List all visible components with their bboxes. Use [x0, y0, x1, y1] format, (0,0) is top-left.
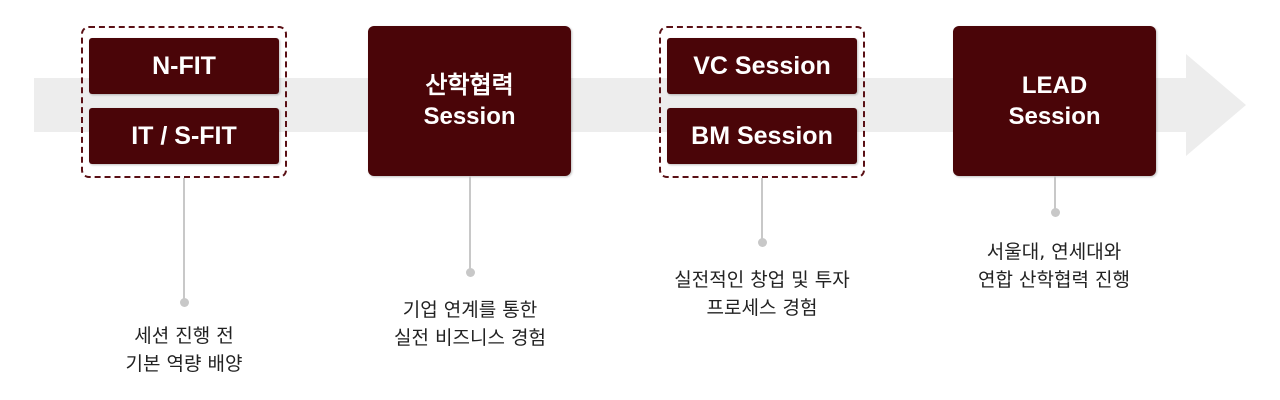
stage-4-box-line-1: LEAD — [1021, 72, 1088, 99]
stage-4-description-line-1: 서울대, 연세대와 — [986, 241, 1122, 263]
stage-1-connector — [183, 178, 185, 302]
stage-3-description-line-1: 실전적인 창업 및 투자 — [674, 269, 850, 291]
stage-3-box-bm-session: BM Session — [667, 108, 857, 164]
stage-2-box-line-2: Session — [423, 103, 516, 130]
stage-1-group — [81, 26, 287, 178]
stage-3-connector — [761, 178, 763, 242]
stage-4-description: 서울대, 연세대와 연합 산학협력 진행 — [944, 238, 1164, 294]
stage-1-box-it-sfit: IT / S-FIT — [89, 108, 279, 164]
stage-2-connector — [469, 176, 471, 272]
stage-4-box-lead-session: LEAD Session — [953, 26, 1156, 176]
stage-3-connector-dot — [757, 238, 767, 247]
stage-2-box-sanhak-session: 산학협력 Session — [368, 26, 571, 176]
progress-arrow — [34, 54, 1246, 156]
stage-2-description-line-1: 기업 연계를 통한 — [402, 299, 538, 321]
stage-4-box-line-2: Session — [1008, 103, 1101, 130]
stage-3-group — [659, 26, 865, 178]
progress-arrow-shape — [34, 54, 1246, 156]
stage-1-description: 세션 진행 전 기본 역량 배양 — [84, 322, 284, 378]
stage-1-description-line-2: 기본 역량 배양 — [125, 353, 243, 375]
stage-1-box-nfit: N-FIT — [89, 38, 279, 94]
stage-3-box-vc-session: VC Session — [667, 38, 857, 94]
stage-2-description-line-2: 실전 비즈니스 경험 — [394, 327, 546, 349]
stage-2-description: 기업 연계를 통한 실전 비즈니스 경험 — [355, 296, 585, 352]
stage-3-description: 실전적인 창업 및 투자 프로세스 경험 — [637, 266, 887, 322]
stage-3-description-line-2: 프로세스 경험 — [706, 297, 818, 319]
stage-1-description-line-1: 세션 진행 전 — [134, 325, 234, 347]
stage-2-box-line-1: 산학협력 — [425, 72, 514, 99]
stage-1-connector-dot — [179, 298, 189, 307]
stage-2-connector-dot — [465, 268, 475, 277]
stage-4-connector — [1054, 176, 1056, 212]
stage-4-connector-dot — [1050, 208, 1060, 217]
stage-4-description-line-2: 연합 산학협력 진행 — [978, 269, 1130, 291]
